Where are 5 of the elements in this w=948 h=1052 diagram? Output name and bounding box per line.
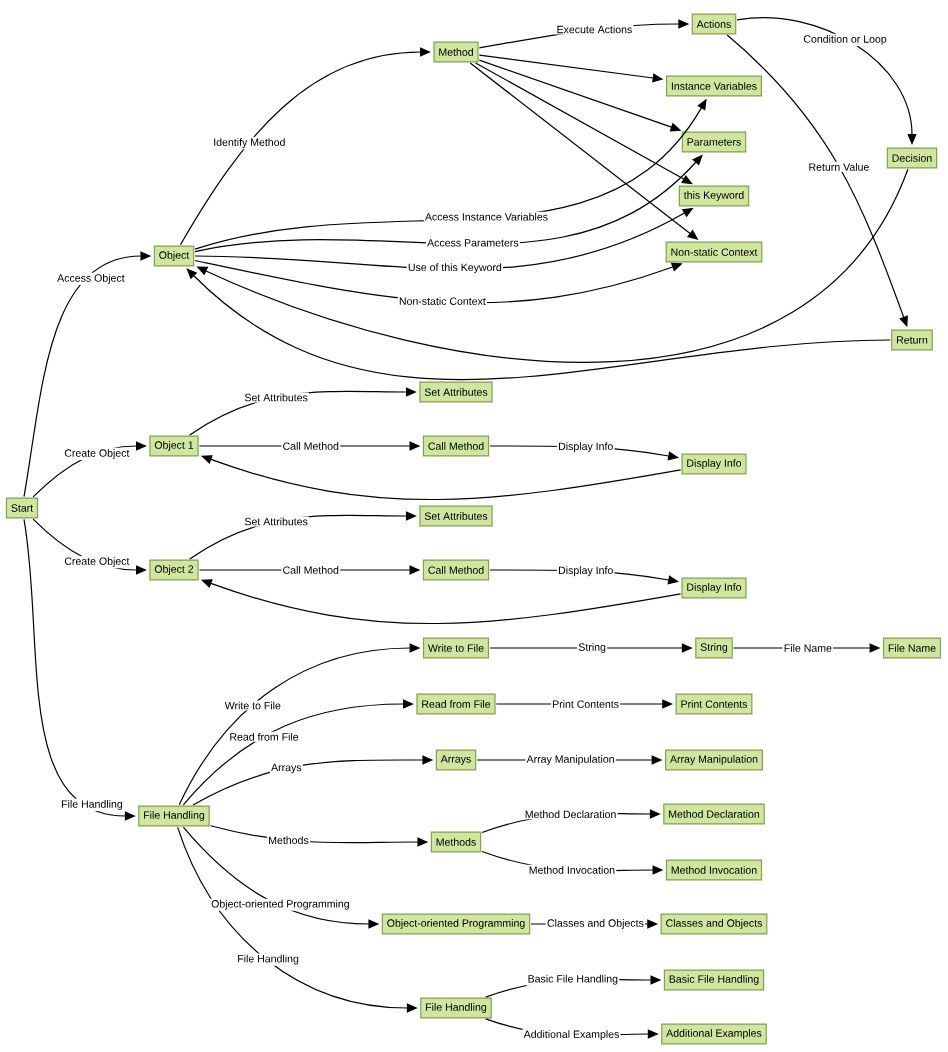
arrow xyxy=(736,17,917,145)
arrow xyxy=(182,699,414,806)
arrow xyxy=(186,268,891,381)
arrow xyxy=(179,47,431,246)
arrow xyxy=(475,62,693,185)
